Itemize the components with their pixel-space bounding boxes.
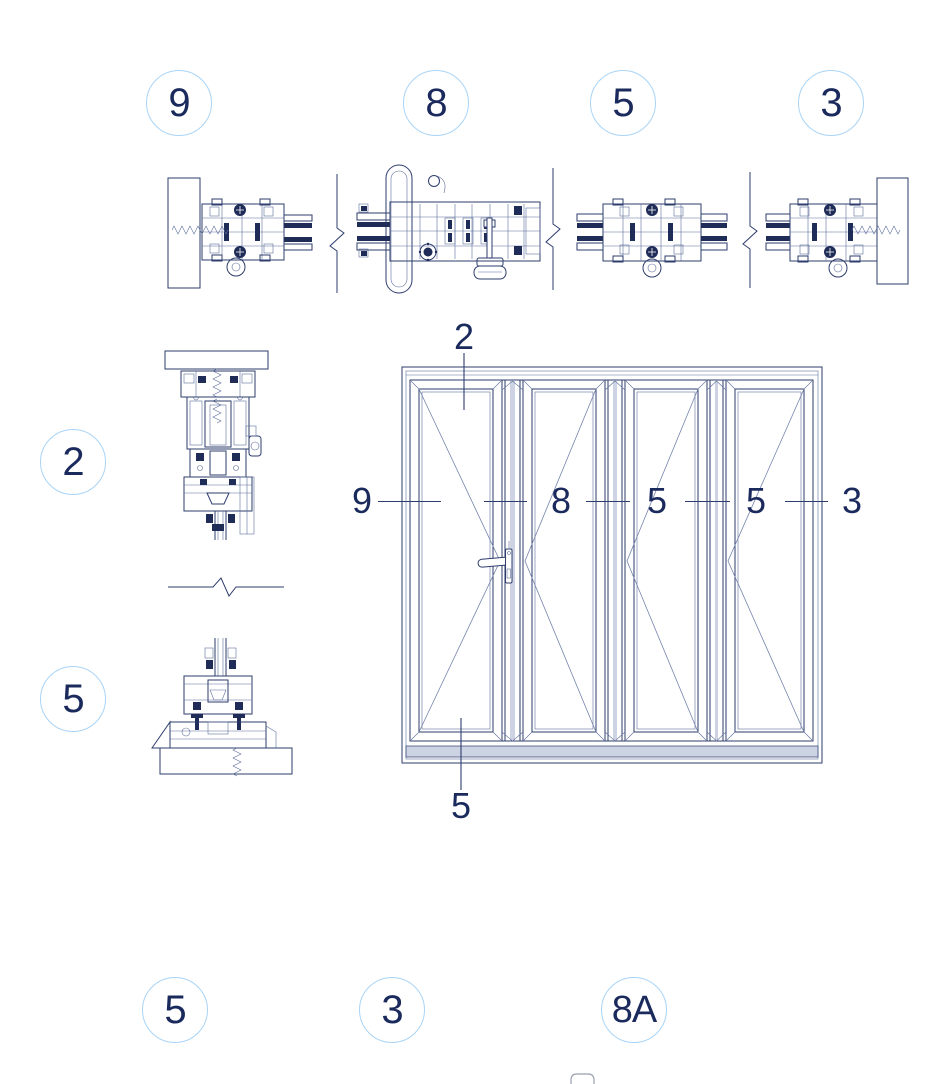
callout-label: 5 [164,987,186,1032]
wall-hatch-left [167,177,201,289]
anchor-screw [851,225,901,235]
callout-label: 8 [425,80,447,125]
section-detail-5-drawing [576,198,728,278]
callout-leader-lines [378,353,828,790]
callout-label: 8A [611,988,657,1031]
elevation-label-top: 2 [453,316,475,357]
callout-circle-8: 8 [403,70,469,136]
anchor-screw [232,747,242,777]
vertical-break-line [168,577,284,597]
section-detail-8-drawing [356,164,541,294]
fold-diagonal [524,388,597,733]
callout-circle-9: 9 [146,70,212,136]
door-handle [477,541,513,584]
panel-3 [625,380,707,741]
callout-circle-5-bottom: 5 [142,977,208,1043]
break-line-3 [742,172,758,288]
elevation-label-bottom: 5 [450,785,472,826]
wall-hatch-right [876,177,909,285]
anchor-screw [171,225,229,235]
sill-profile [169,721,267,749]
section-detail-9-drawing [167,177,313,289]
mullion-3 [706,380,727,742]
section-detail-3-drawing [765,177,909,285]
callout-circle-5: 5 [590,70,656,136]
callout-circle-3-bottom: 3 [359,977,425,1043]
head-section-2-drawing [164,350,269,540]
hinge-capsule [385,164,413,294]
elevation-label-left: 9 [351,480,373,521]
panel-2 [523,380,605,741]
anchor-screw [212,368,222,398]
elevation-label-right: 3 [841,480,863,521]
outer-frame [401,366,823,764]
callout-label: 5 [62,676,84,721]
fastener-circle [642,258,662,278]
callout-label: 2 [62,439,84,484]
panel-4 [726,380,813,741]
callout-label: 3 [820,80,842,125]
concrete-floor-hatch [159,747,293,775]
break-line-2 [545,168,561,290]
mullion-2 [604,380,626,742]
callout-label: 5 [612,80,634,125]
callout-label: 9 [168,80,190,125]
callout-circle-5-left: 5 [40,666,106,732]
fastener-circle [828,258,848,278]
concrete-slab-hatch [164,350,269,370]
elevation-label-mid-3: 5 [745,480,767,521]
callout-circle-8a-bottom: 8A [601,977,667,1043]
fastener-circle [226,257,246,277]
callout-label: 3 [381,987,403,1032]
fold-diagonal [727,388,805,733]
elevation-label-mid-1: 8 [550,480,572,521]
callout-circle-3: 3 [798,70,864,136]
callout-circle-2-left: 2 [40,429,106,495]
sill-band [405,745,819,758]
fold-diagonal [626,388,699,733]
break-line-1 [329,174,345,293]
partial-shape-bottom [570,1073,595,1084]
door-handle-plan [486,217,493,259]
elevation-label-mid-2: 5 [646,480,668,521]
folding-door-elevation-drawing [378,353,828,790]
sill-section-5-drawing [151,638,293,777]
